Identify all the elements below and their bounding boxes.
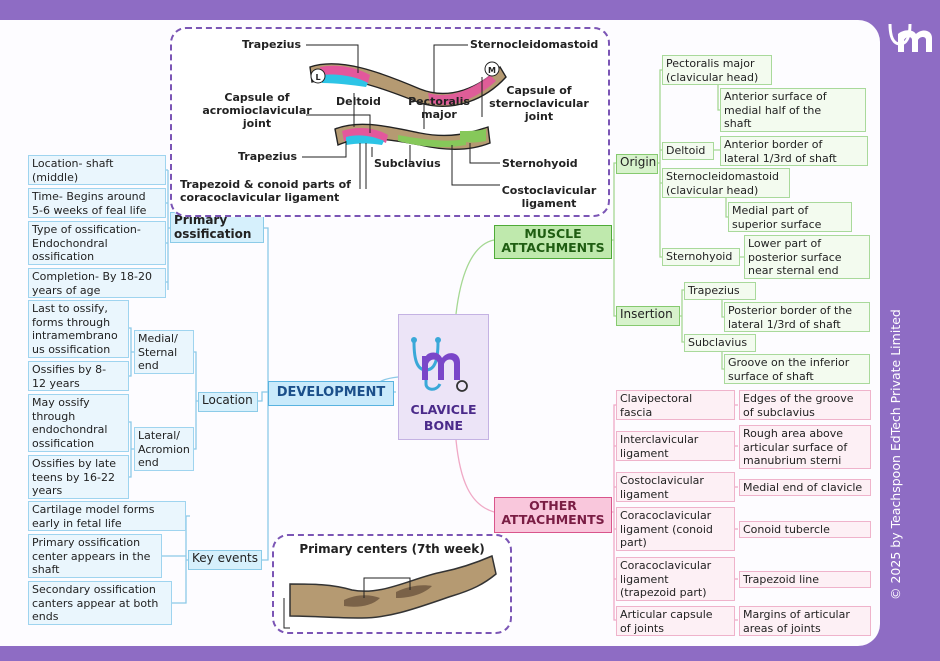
label-lateral-L: L <box>315 73 321 82</box>
line-center-muscle <box>455 239 495 315</box>
insertion-site: Posterior border of the lateral 1/3rd of… <box>724 302 870 332</box>
medial-end-item: Ossifies by 8- 12 years <box>28 361 129 391</box>
key-event-item: Cartilage model forms early in fetal lif… <box>28 501 186 531</box>
branch-development: DEVELOPMENT <box>268 381 394 406</box>
label-pectoralis-major: Pectoralis major <box>408 95 470 121</box>
node-lateral-acromion-end: Lateral/ Acromion end <box>134 427 194 471</box>
node-location: Location <box>198 392 258 412</box>
label-costoclavicular: Costoclavicular ligament <box>501 184 597 210</box>
line-origin-sites <box>714 69 744 258</box>
label-trapezius-bottom: Trapezius <box>238 150 298 163</box>
origin-site: Anterior border of lateral 1/3rd of shaf… <box>720 136 868 166</box>
label-subclavius: Subclavius <box>374 157 441 170</box>
copyright-text: © 2025 by Teachspoon EdTech Private Limi… <box>888 309 903 600</box>
key-event-item: Secondary ossification canters appear at… <box>28 581 172 625</box>
line-location-ends <box>194 351 198 450</box>
other-attachment-site: Rough area above articular surface of ma… <box>739 425 871 469</box>
line-dev-location <box>258 391 268 402</box>
label-medial-M: M <box>488 66 496 75</box>
other-attachment-site: Trapezoid line <box>739 571 871 588</box>
label-deltoid: Deltoid <box>336 95 381 108</box>
label-trapezoid-conoid: Trapezoid & conoid parts of coracoclavic… <box>180 178 351 204</box>
lateral-end-item: Ossifies by late teens by 16-22 years <box>28 455 129 499</box>
line-insertion-muscles <box>680 289 684 343</box>
origin-muscle: Sternohyoid <box>662 248 740 266</box>
other-attachment: Coracoclavicular ligament (conoid part) <box>616 507 735 551</box>
medisutdy-logo-icon <box>411 337 468 392</box>
line-primary-items <box>167 170 170 290</box>
clavicle-cartilage-model-illustration <box>283 554 497 629</box>
label-sternocleidomastoid: Sternocleidomastoid <box>470 38 599 51</box>
other-attachment: Coracoclavicular ligament (trapezoid par… <box>616 557 735 601</box>
origin-muscle: Sternocleidomastoid (clavicular head) <box>662 168 790 198</box>
line-dev-keyevents <box>262 392 269 561</box>
other-attachment: Costoclavicular ligament <box>616 472 735 502</box>
node-origin: Origin <box>616 154 658 174</box>
lateral-marker-icon <box>310 68 326 84</box>
node-key-events: Key events <box>188 550 262 570</box>
node-medial-sternal-end: Medial/ Sternal end <box>134 330 194 374</box>
other-attachment: Articular capsule of joints <box>616 606 735 636</box>
other-attachment: Clavipectoral fascia <box>616 390 735 420</box>
primary-ossification-item: Location- shaft (middle) <box>28 155 166 185</box>
label-sternohyoid: Sternohyoid <box>502 157 578 170</box>
primary-centers-title: Primary centers (7th week) <box>299 542 485 556</box>
label-capsule-acromioclavicular: Capsule of acromioclavicular joint <box>202 91 312 130</box>
line-medial-items <box>129 327 134 377</box>
line-primary-ticks <box>166 169 168 283</box>
key-event-item: Primary ossification center appears in t… <box>28 534 162 578</box>
line-muscle-origin-insertion <box>612 162 616 317</box>
branch-muscle-attachments: MUSCLE ATTACHMENTS <box>494 225 612 259</box>
insertion-muscle: Trapezius <box>684 282 756 300</box>
line-origin-muscles <box>658 69 662 258</box>
medial-marker-icon <box>484 61 500 77</box>
brand-logo-icon <box>888 23 932 52</box>
line-center-other <box>455 439 495 513</box>
other-attachment: Interclavicular ligament <box>616 431 735 461</box>
label-capsule-sternoclavicular: Capsule of sternoclavicular joint <box>489 84 589 123</box>
primary-ossification-item: Type of ossification- Endochondral ossif… <box>28 221 166 265</box>
primary-ossification-item: Completion- By 18-20 years of age <box>28 268 166 298</box>
other-attachment-site: Medial end of clavicle <box>739 479 871 496</box>
insertion-muscle: Subclavius <box>684 334 756 352</box>
origin-muscle: Pectoralis major (clavicular head) <box>662 55 772 85</box>
line-dev-primary <box>264 227 269 392</box>
origin-site: Anterior surface of medial half of the s… <box>720 88 866 132</box>
other-attachment-site: Edges of the groove of subclavius <box>739 390 871 420</box>
clavicle-illustration <box>302 44 507 189</box>
clavicle-attachments-diagram <box>170 27 610 217</box>
branch-other-attachments: OTHER ATTACHMENTS <box>494 497 612 533</box>
other-attachment-site: Margins of articular areas of joints <box>739 606 871 636</box>
origin-muscle: Deltoid <box>662 142 714 160</box>
line-lateral-items <box>129 421 134 478</box>
primary-ossification-item: Time- Begins around 5-6 weeks of feal li… <box>28 188 166 218</box>
line-keyevent-items <box>162 515 190 604</box>
line-other-items <box>612 404 616 621</box>
other-attachment-site: Conoid tubercle <box>739 521 871 538</box>
central-title: CLAVICLE BONE <box>410 402 477 433</box>
insertion-site: Groove on the inferior surface of shaft <box>724 354 870 384</box>
origin-site: Medial part of superior surface <box>728 202 852 232</box>
origin-site: Lower part of posterior surface near ste… <box>744 235 870 279</box>
label-trapezius-top: Trapezius <box>242 38 302 51</box>
medial-end-item: Last to ossify, forms through intramembr… <box>28 300 129 358</box>
line-other-sites <box>735 404 738 621</box>
node-insertion: Insertion <box>616 306 680 326</box>
lateral-end-item: May ossify through endochondral ossifica… <box>28 394 129 452</box>
